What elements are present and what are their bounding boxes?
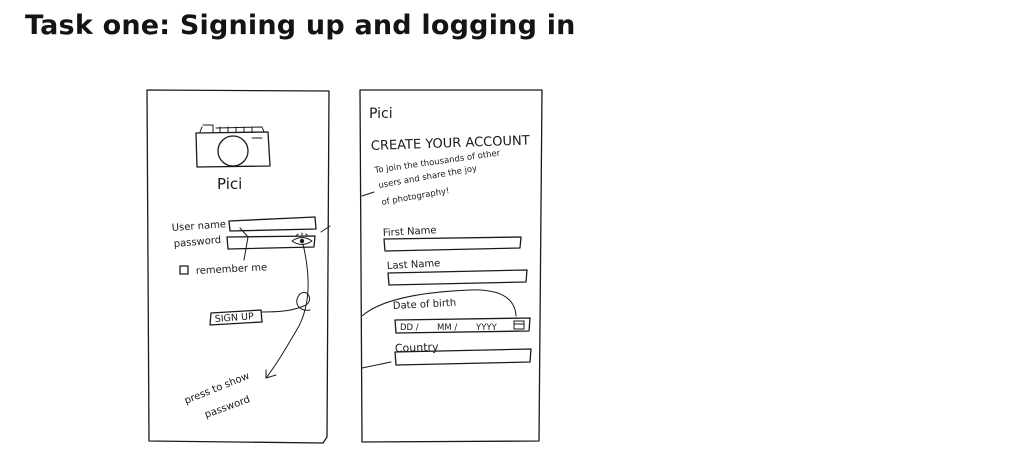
signup-heading: CREATE YOUR ACCOUNT xyxy=(371,133,530,154)
last-name-input[interactable] xyxy=(387,269,528,286)
tagline-pointer xyxy=(361,191,375,197)
signup-button-label: SIGN UP xyxy=(214,311,254,325)
username-label: User name xyxy=(171,219,226,234)
country-pointer xyxy=(361,361,392,369)
annotation-line-2: password xyxy=(203,394,251,421)
remember-label: remember me xyxy=(196,262,268,277)
dob-bracket xyxy=(361,289,517,317)
login-app-name: Pici xyxy=(217,175,242,193)
dob-dd: DD / xyxy=(400,323,419,333)
dob-input[interactable] xyxy=(394,317,531,334)
page-title: Task one: Signing up and logging in xyxy=(25,10,576,41)
signup-button[interactable]: SIGN UP xyxy=(209,309,263,326)
remember-checkbox-icon[interactable] xyxy=(179,265,189,275)
country-label: Country xyxy=(395,340,440,355)
last-name-label: Last Name xyxy=(387,258,441,272)
signup-app-name: Pici xyxy=(369,106,393,122)
password-input[interactable] xyxy=(226,235,316,250)
tagline-line-3: of photography! xyxy=(381,186,450,208)
dob-label: Date of birth xyxy=(393,298,457,312)
dob-yyyy: YYYY xyxy=(475,323,498,333)
first-name-input[interactable] xyxy=(383,236,522,252)
username-input[interactable] xyxy=(228,216,317,232)
signup-screen-frame xyxy=(359,89,543,443)
eye-icon[interactable] xyxy=(291,232,313,245)
dob-mm: MM / xyxy=(437,323,457,333)
calendar-icon[interactable] xyxy=(513,320,525,330)
first-name-label: First Name xyxy=(383,225,437,239)
country-input[interactable] xyxy=(394,348,532,366)
login-screen-frame xyxy=(146,89,330,444)
password-label: password xyxy=(173,235,221,250)
annotation-arrow xyxy=(239,227,311,379)
connector-line xyxy=(320,225,331,233)
camera-icon xyxy=(195,124,271,168)
